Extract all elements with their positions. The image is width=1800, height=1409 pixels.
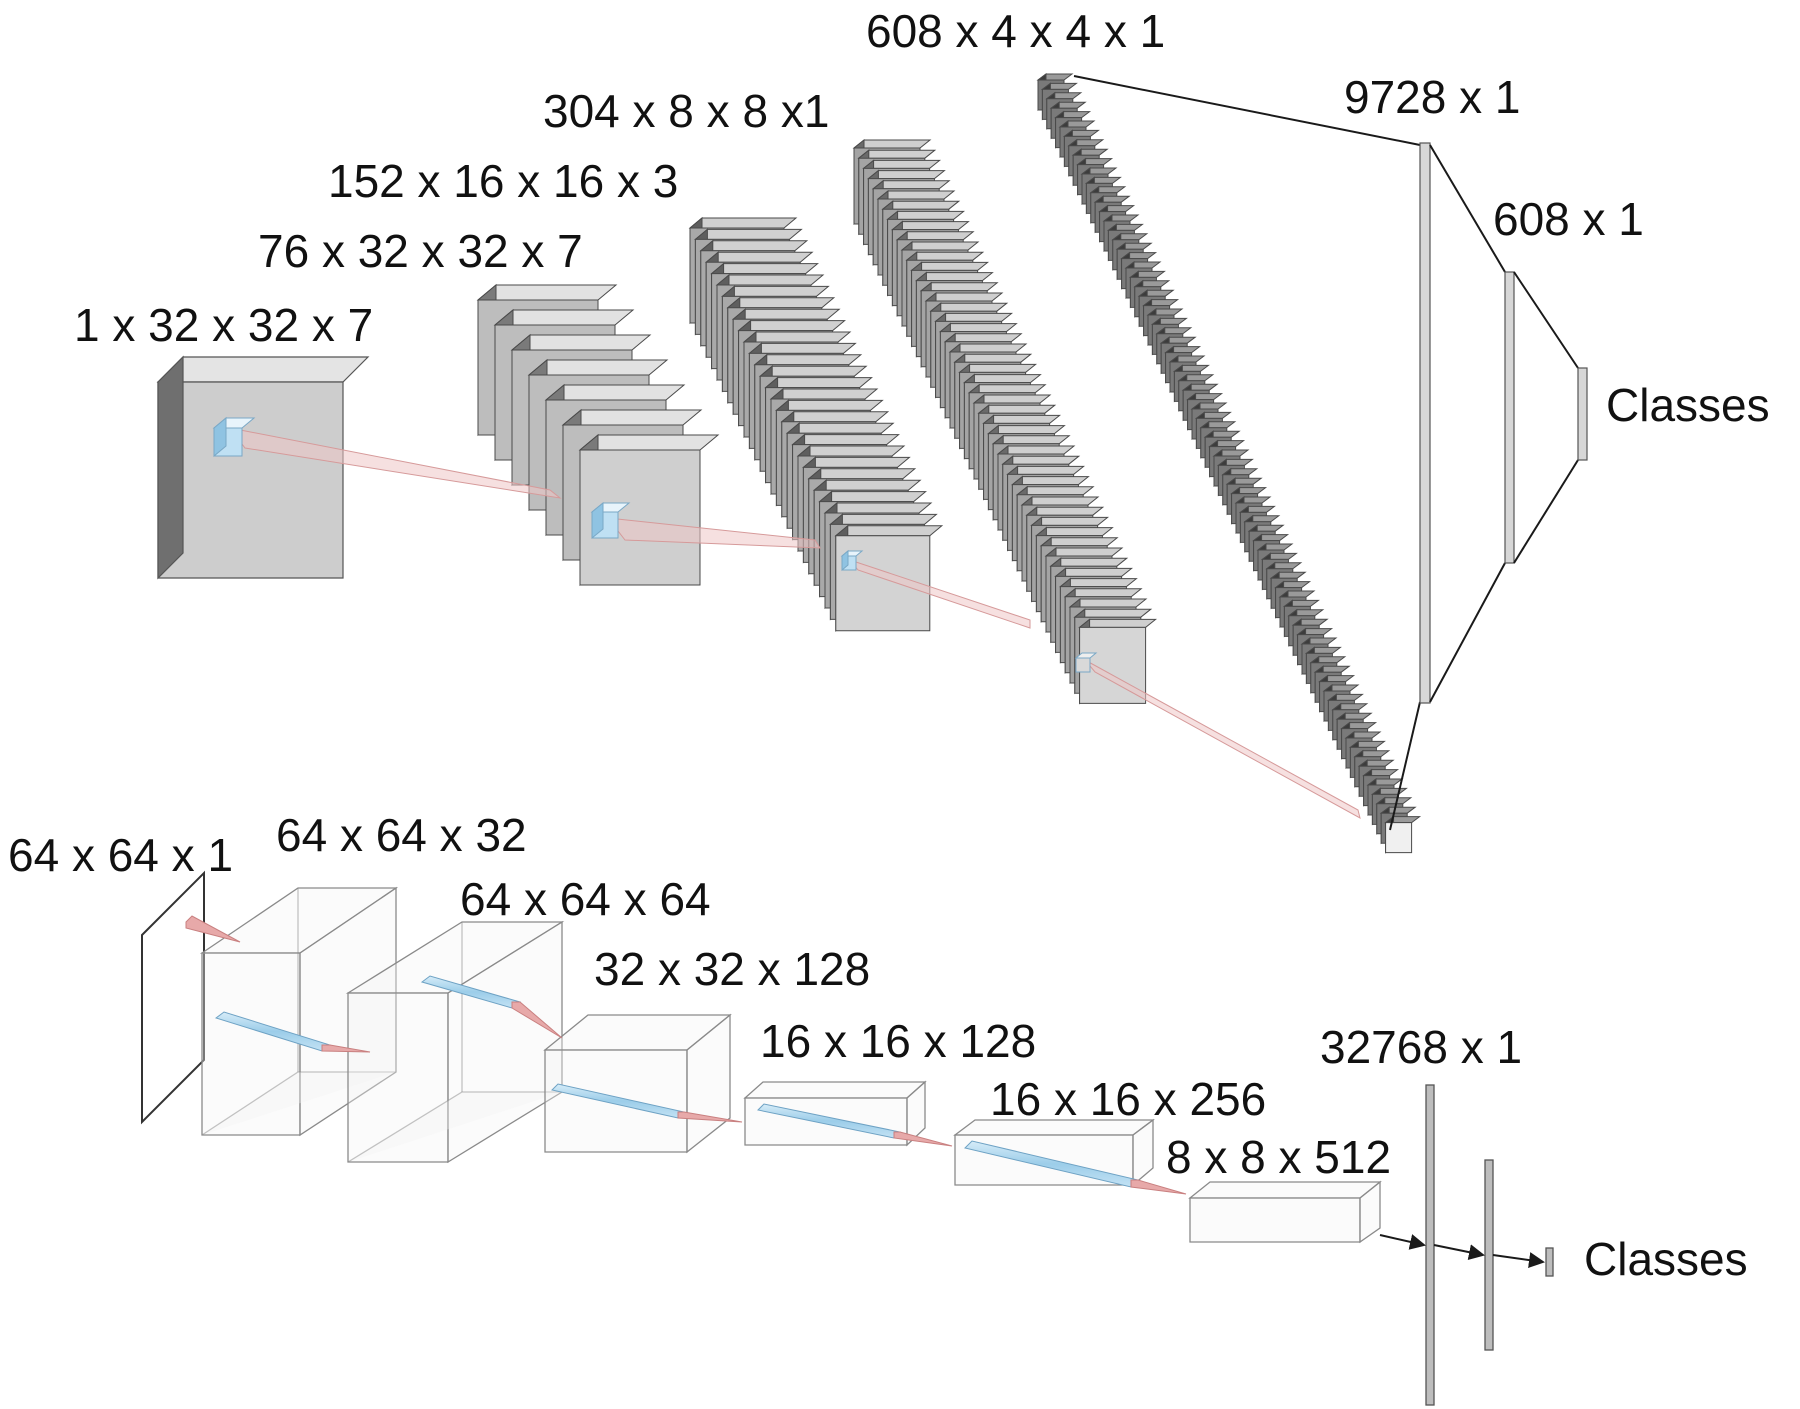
- kernel-cube-1: [212, 416, 256, 458]
- top-kernel-cubes: [212, 416, 1098, 673]
- bottom-layer-3-label: 64 x 64 x 64: [460, 873, 711, 925]
- bottom-dense-1-label: 32768 x 1: [1320, 1021, 1523, 1073]
- top-dense-layers: [1073, 75, 1588, 831]
- top-dense-1-label: 9728 x 1: [1344, 71, 1521, 123]
- top-layer-5-slab-80: [1384, 815, 1422, 854]
- kernel-tip: [321, 1044, 371, 1053]
- top-layer-4-stack: [852, 138, 1158, 705]
- fan-line: [1513, 459, 1579, 564]
- bottom-wire-box-3: [543, 1013, 732, 1154]
- kernel-cone-2: [606, 517, 821, 549]
- fan-line: [1429, 144, 1506, 273]
- bottom-output-bar: [1545, 1247, 1554, 1277]
- fan-line: [1389, 701, 1421, 831]
- top-output-label: Classes: [1606, 379, 1770, 431]
- dense-bar-9728: [1419, 142, 1431, 704]
- bottom-layer-1-label: 64 x 64 x 1: [8, 829, 234, 881]
- top-layer-3-slab-28: [834, 524, 944, 632]
- top-layer-1-block: [156, 355, 370, 580]
- top-layer-1-label: 1 x 32 x 32 x 7: [74, 299, 374, 351]
- top-layer-3-label: 152 x 16 x 16 x 3: [328, 155, 679, 207]
- kernel-cube-4: [1074, 652, 1098, 673]
- top-layer-2-label: 76 x 32 x 32 x 7: [258, 225, 583, 277]
- bottom-wire-box-2: [345, 920, 565, 1164]
- bottom-output-label: Classes: [1584, 1233, 1748, 1285]
- kernel-tip: [1130, 1179, 1187, 1195]
- flow-arrow: [1379, 1234, 1426, 1250]
- bottom-input-plane: [141, 870, 205, 1125]
- bottom-layer-7-label: 8 x 8 x 512: [1166, 1131, 1392, 1183]
- fan-line: [1429, 562, 1506, 703]
- top-layer-4-slab-48: [1078, 618, 1158, 705]
- top-layer-4-label: 304 x 8 x 8 x1: [543, 85, 830, 137]
- kernel-tip: [185, 915, 241, 943]
- kernel-tip: [511, 1001, 563, 1039]
- bottom-layer-5-label: 16 x 16 x 128: [760, 1015, 1037, 1067]
- kernel-cube-2: [590, 501, 631, 540]
- bottom-kernel-rods: [185, 915, 1187, 1195]
- kernel-tip: [893, 1131, 953, 1147]
- bottom-dense-bar-32768: [1425, 1084, 1435, 1406]
- top-layer-3-stack: [688, 216, 944, 632]
- fan-line: [1073, 75, 1421, 146]
- bottom-layer-2-label: 64 x 64 x 32: [276, 809, 527, 861]
- bottom-network: [141, 870, 1554, 1406]
- kernel-tip: [677, 1111, 743, 1123]
- kernel-cone-4: [1084, 659, 1361, 819]
- flow-arrow: [1492, 1252, 1545, 1268]
- dense-bar-608: [1504, 271, 1515, 564]
- top-dense-2-label: 608 x 1: [1493, 193, 1644, 245]
- top-layer-2-slab-7: [578, 433, 720, 587]
- top-layer-2-stack: [476, 283, 720, 587]
- top-layer-5-label: 608 x 4 x 4 x 1: [866, 5, 1166, 57]
- kernel-cube-3: [840, 549, 864, 572]
- bottom-layer-6-label: 16 x 16 x 256: [990, 1073, 1267, 1125]
- output-bar: [1577, 367, 1588, 461]
- bottom-layer-4-label: 32 x 32 x 128: [594, 943, 871, 995]
- fan-line: [1513, 271, 1579, 369]
- flow-arrow: [1433, 1244, 1485, 1261]
- top-kernel-projections: [228, 427, 1361, 819]
- top-network: [156, 73, 1588, 854]
- bottom-wire-box-6: [1188, 1180, 1382, 1244]
- top-layer-5-stack: [1036, 73, 1422, 854]
- bottom-dense-bar-2: [1484, 1159, 1494, 1351]
